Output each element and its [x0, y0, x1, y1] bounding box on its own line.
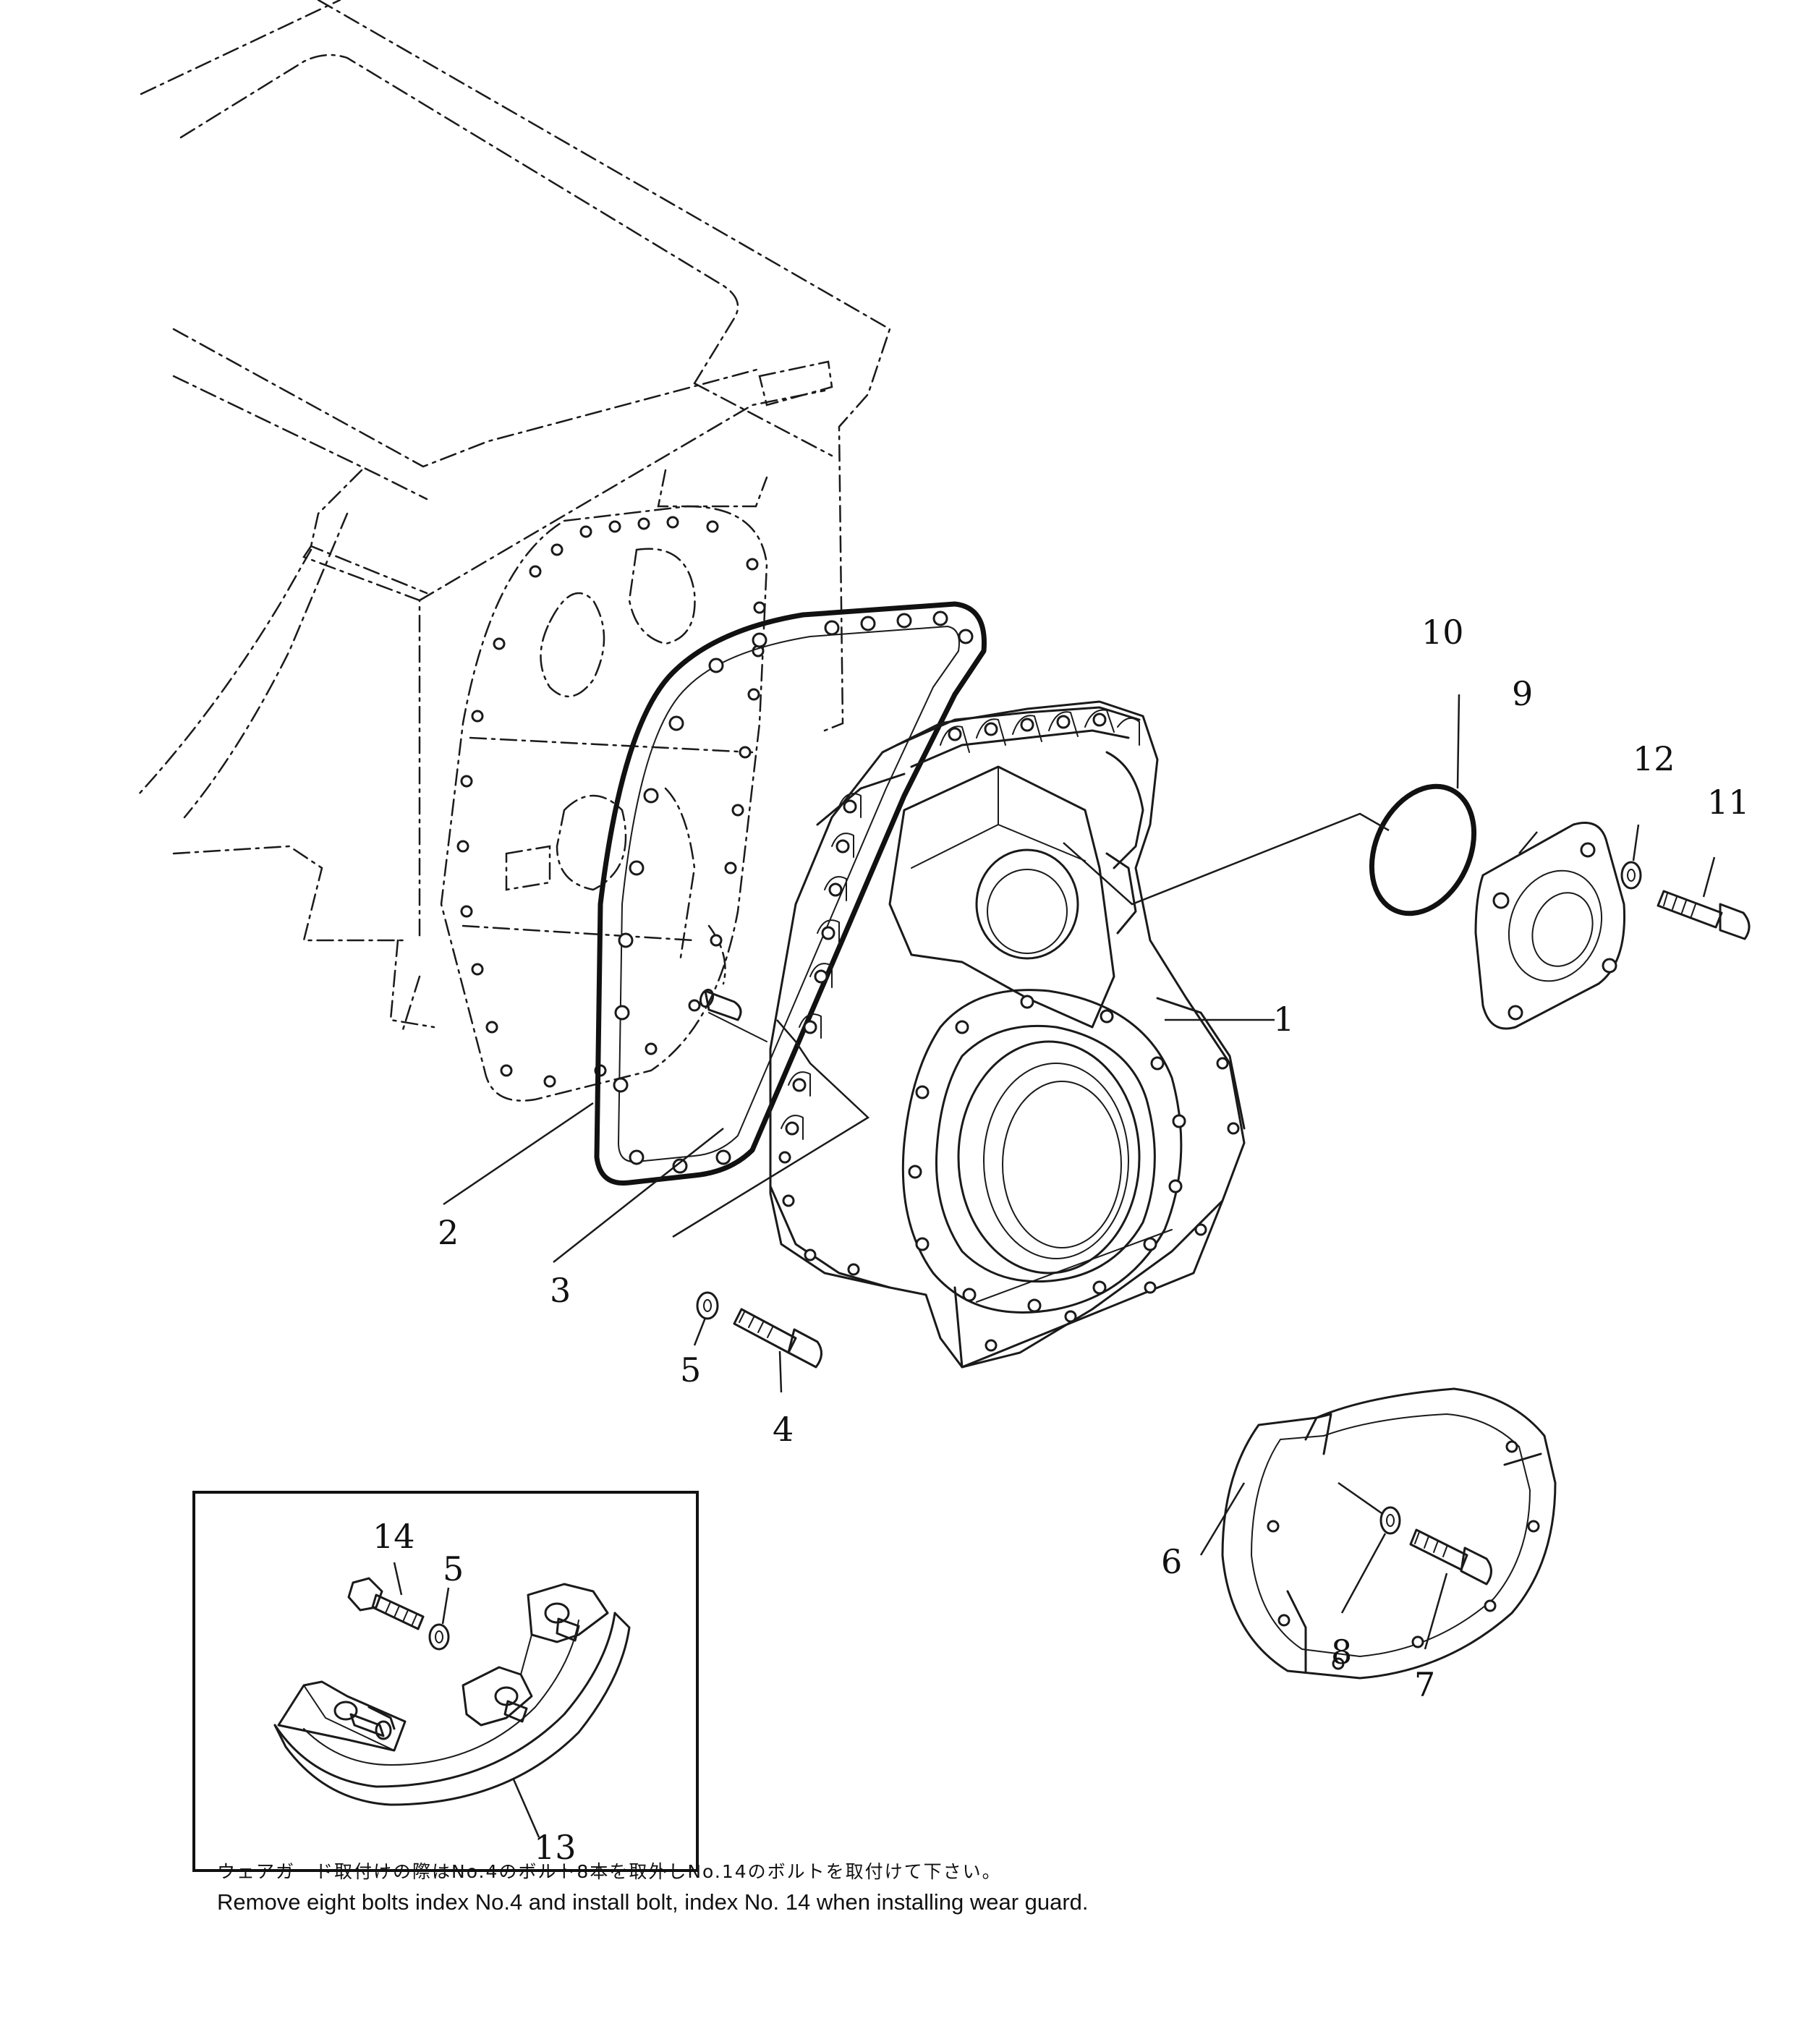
washer-part-5: [696, 1291, 719, 1320]
o-ring-part-10: [1369, 783, 1477, 916]
callout-13: 13: [534, 1828, 577, 1867]
dowel-pin-part-3: [699, 988, 767, 1042]
bolt-part-11: [1657, 890, 1751, 940]
washer-part-5-inset: [428, 1623, 450, 1651]
callout-1: 1: [1273, 1000, 1294, 1039]
callout-numbers: 1 2 3 4 5 6 7 8 9 10 11 12: [438, 613, 1750, 1704]
callout-14: 14: [373, 1517, 415, 1556]
washer-part-12: [1620, 861, 1642, 890]
callout-7: 7: [1414, 1665, 1435, 1704]
leader-lines: [443, 694, 1716, 1650]
gasket-part-2: [594, 601, 987, 1186]
callout-2: 2: [438, 1213, 459, 1252]
note-english: Remove eight bolts index No.4 and instal…: [217, 1889, 1089, 1915]
callout-10: 10: [1421, 613, 1464, 652]
callout-9: 9: [1512, 674, 1533, 713]
bolt-part-4: [733, 1308, 822, 1369]
callout-5: 5: [680, 1350, 701, 1390]
callout-12: 12: [1633, 739, 1675, 778]
case-flange-phantom: [440, 505, 768, 1102]
washer-part-8: [1379, 1506, 1401, 1535]
callout-3: 3: [550, 1271, 571, 1310]
housing-part-1: [769, 700, 1246, 1369]
wear-guard-part-13: [273, 1583, 631, 1806]
bolt-part-7: [1409, 1528, 1492, 1586]
transmission-case-phantom: [136, 0, 891, 1036]
callout-11: 11: [1707, 783, 1750, 822]
bolt-part-14: [347, 1577, 425, 1630]
wear-guard-part-6: [1221, 1387, 1557, 1680]
note-japanese: ウェアガード取付けの際はNo.4のボルト8本を取外しNo.14のボルトを取付けて…: [217, 1861, 1002, 1882]
inset-wear-guard-detail: 14 5 13: [192, 1491, 699, 1872]
callout-8: 8: [1331, 1633, 1352, 1672]
callout-4: 4: [773, 1410, 794, 1449]
cover-part-9: [1474, 822, 1626, 1030]
callout-5-inset: 5: [443, 1549, 464, 1588]
callout-6: 6: [1161, 1542, 1182, 1581]
